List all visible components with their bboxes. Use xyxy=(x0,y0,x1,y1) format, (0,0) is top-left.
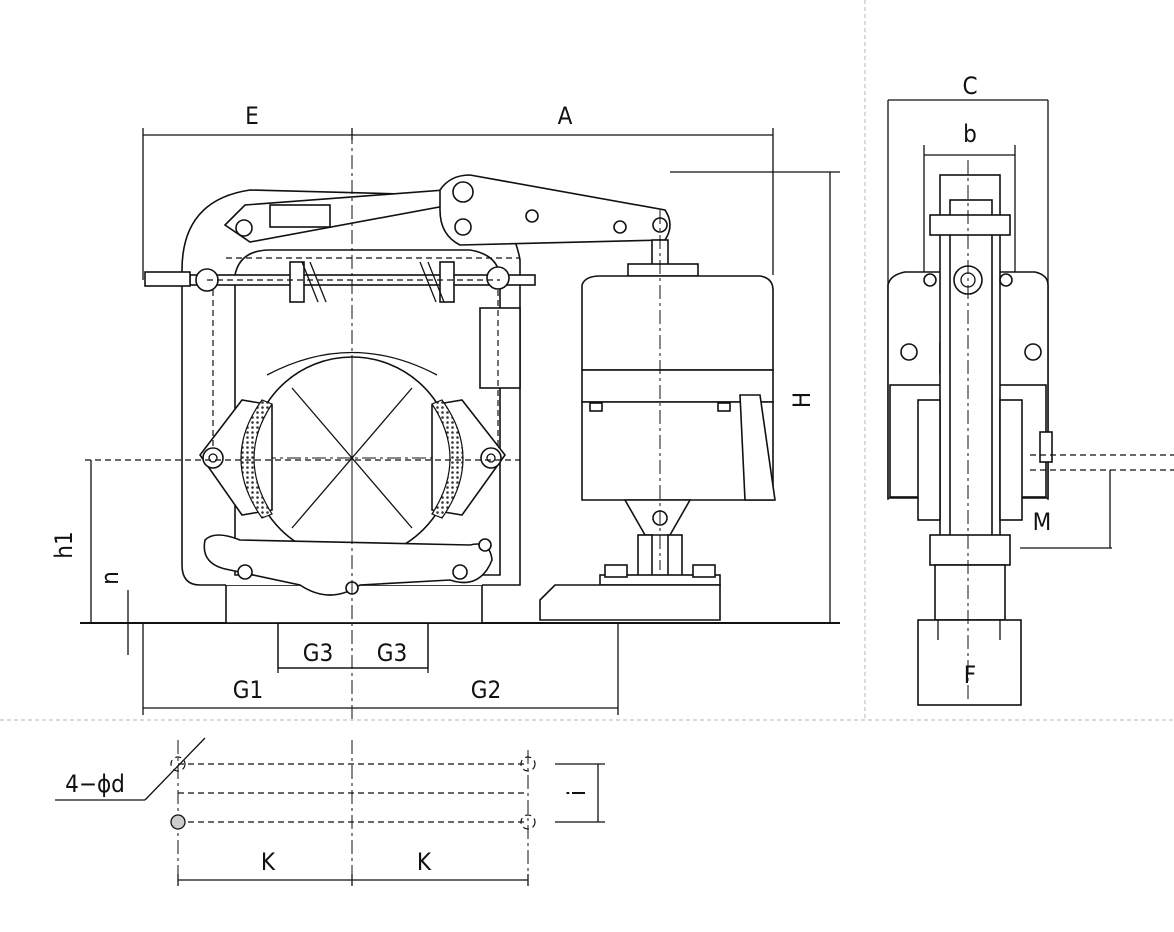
label-G3-left: G3 xyxy=(303,639,333,667)
label-E: E xyxy=(245,102,259,130)
label-n: n xyxy=(96,571,124,585)
mounting-hole xyxy=(170,814,186,830)
lever-arm xyxy=(439,174,671,246)
side-view xyxy=(887,99,1174,706)
right-lining xyxy=(431,399,464,519)
label-K-left: K xyxy=(261,848,276,876)
label-G2: G2 xyxy=(471,676,501,704)
label-F: F xyxy=(964,661,976,689)
label-A: A xyxy=(558,102,573,130)
label-i: i xyxy=(563,790,591,796)
label-h1: h1 xyxy=(50,531,78,558)
dimension-labels: E A C b H h1 n G3 G3 G1 G2 M F 4−ϕd i K … xyxy=(50,72,1051,876)
label-G3-right: G3 xyxy=(377,639,407,667)
label-M: M xyxy=(1033,508,1052,536)
label-K-right: K xyxy=(417,848,432,876)
thruster-body xyxy=(581,275,774,371)
front-dimensions xyxy=(90,128,840,715)
label-C: C xyxy=(962,72,977,100)
mounting-hole xyxy=(520,756,536,772)
mounting-hole xyxy=(170,756,186,772)
mounting-hole xyxy=(520,814,536,830)
front-view xyxy=(80,130,840,720)
view-separators xyxy=(0,0,1174,721)
hole-pattern-view xyxy=(55,737,605,886)
label-b: b xyxy=(963,120,977,148)
left-lining xyxy=(240,399,273,519)
label-H: H xyxy=(788,392,816,408)
label-holes: 4−ϕd xyxy=(65,770,125,798)
label-G1: G1 xyxy=(233,676,263,704)
